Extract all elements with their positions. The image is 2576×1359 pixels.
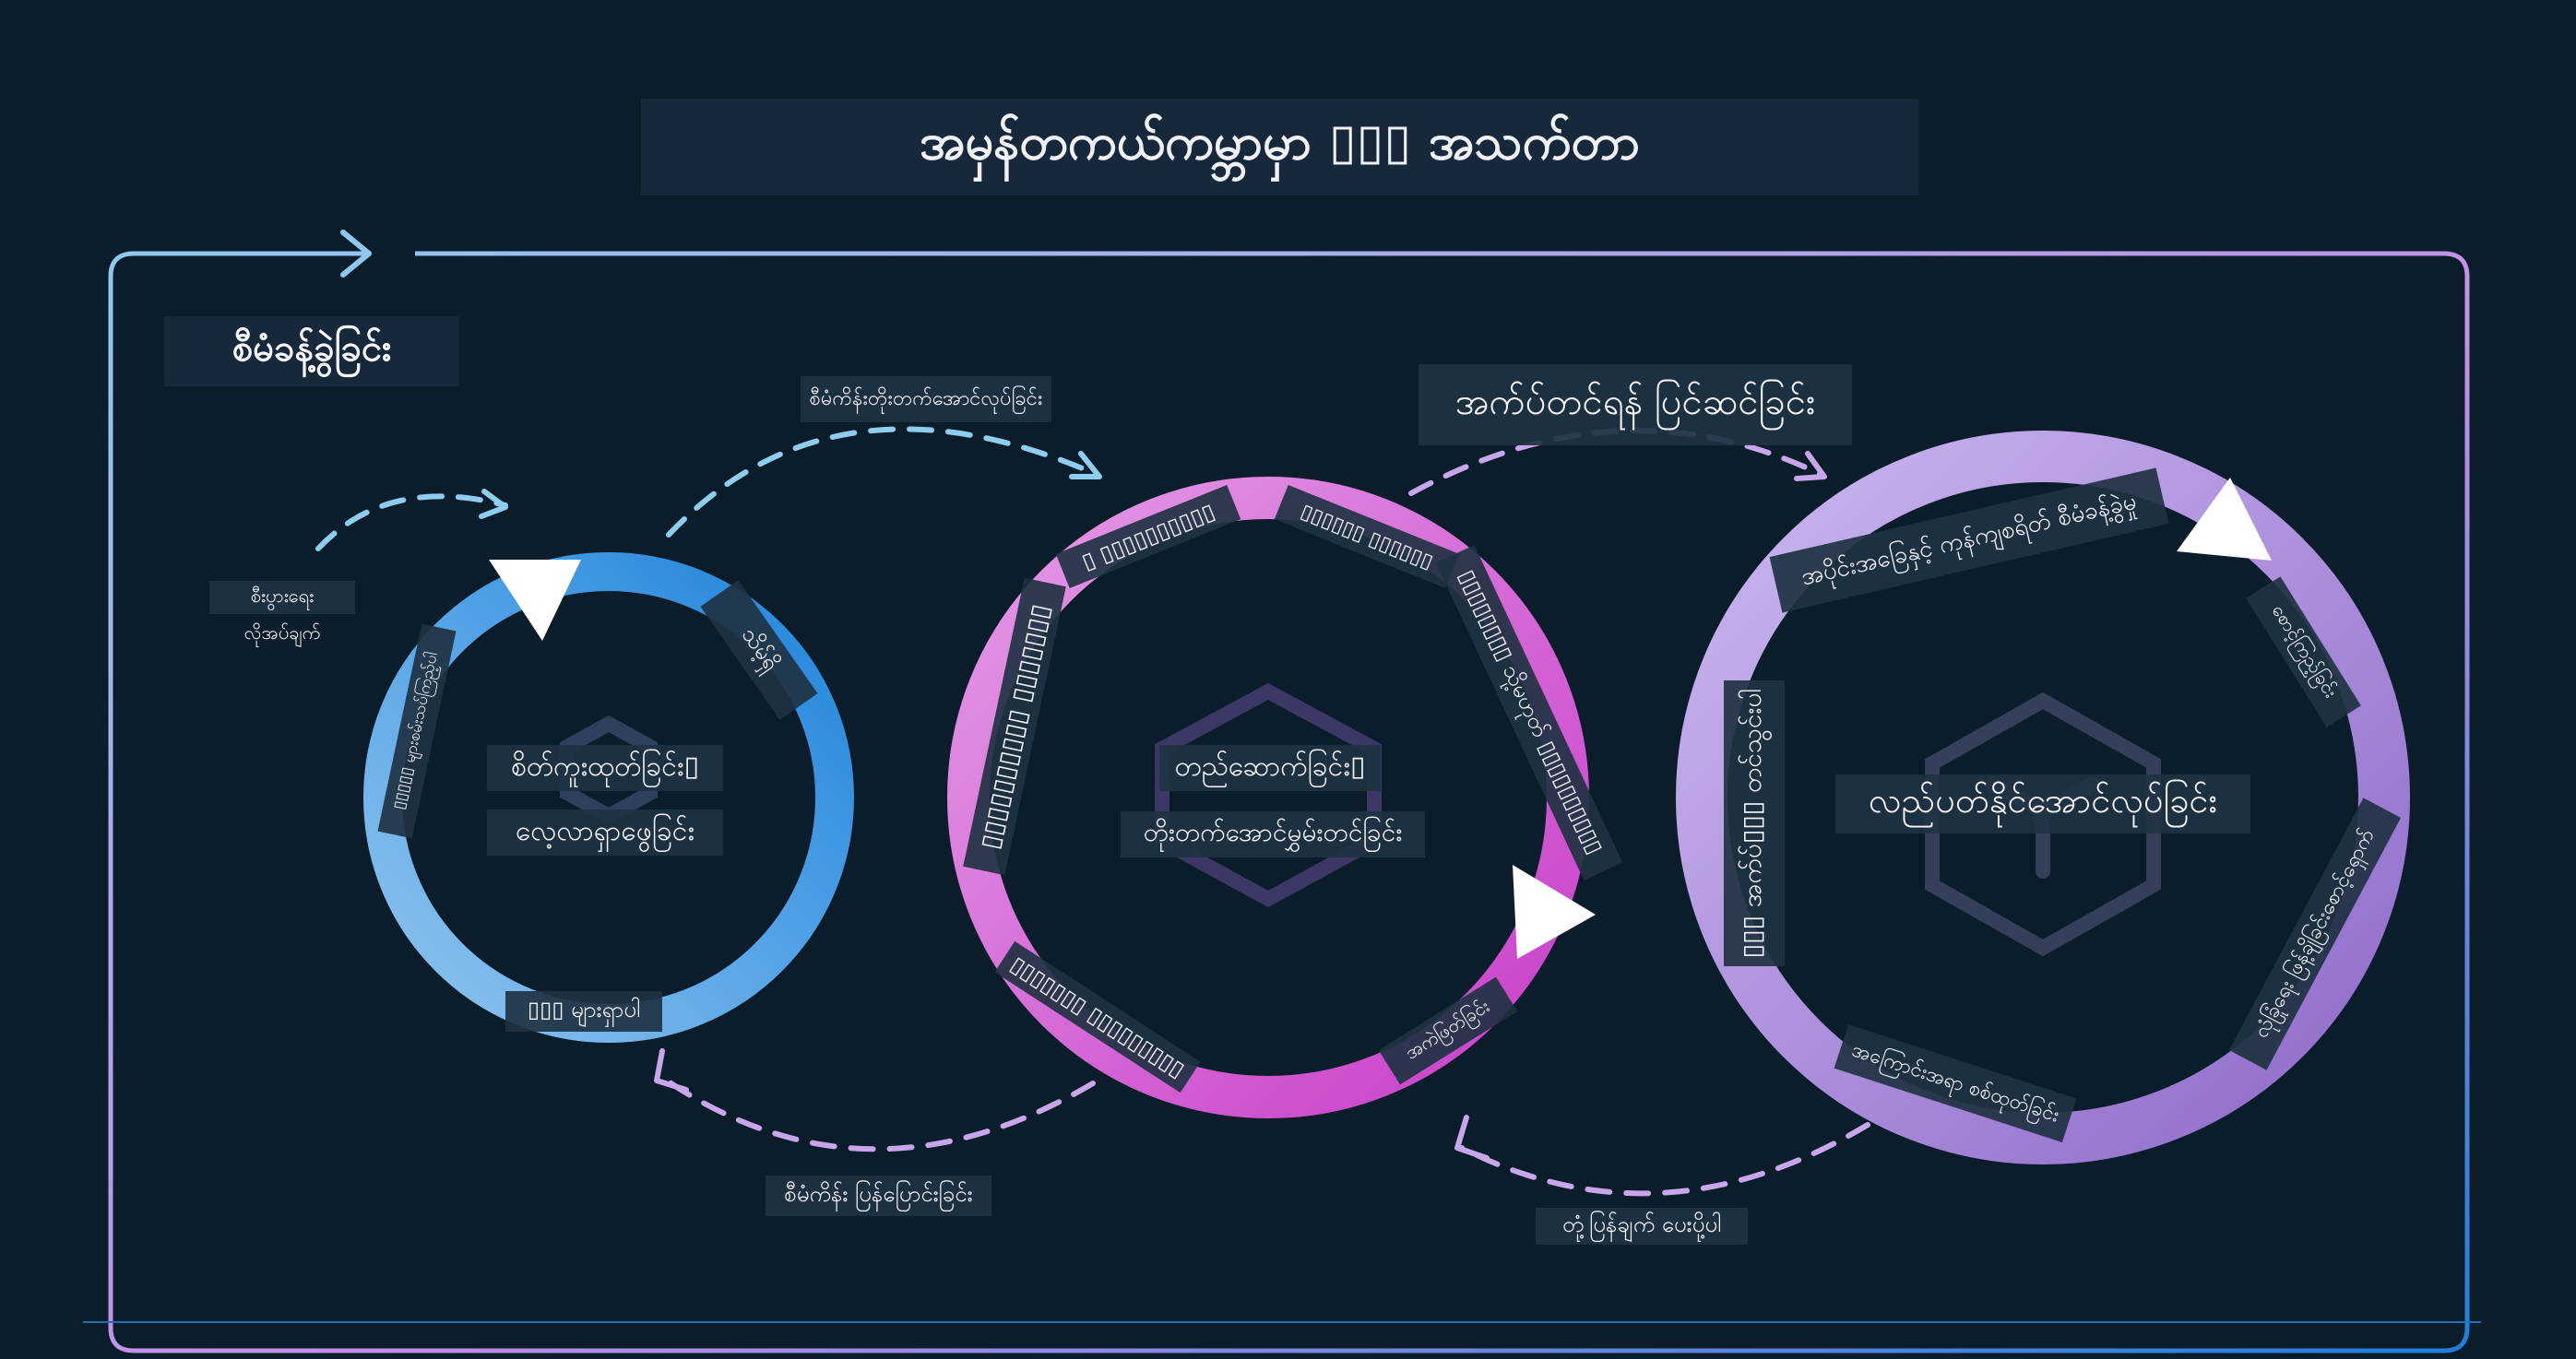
- building-arrowhead-icon: [1513, 865, 1596, 959]
- project-change-label: စီမံကိန်း ပြန်ပြောင်းခြင်း: [766, 1176, 991, 1216]
- project-progress-label: စီမံကိန်းတိုးတက်အောင်လုပ်ခြင်း: [801, 376, 1051, 422]
- change-arrow: [661, 1076, 1096, 1152]
- arrowhead-icon: [479, 489, 508, 519]
- stage-label-management: စီမံခန့်ခွဲခြင်း: [164, 316, 459, 386]
- building-label-line2: တိုးတက်အောင်မွှမ်းတင်ခြင်း: [1121, 811, 1425, 857]
- arrowhead-icon: [1069, 451, 1102, 479]
- ideation-label-line2: လေ့လာရှာဖွေခြင်း: [487, 809, 723, 856]
- operationalizing-label: လည်ပတ်နိုင်အောင်လုပ်ခြင်း: [1835, 774, 2250, 833]
- arrowhead-icon: [1454, 1115, 1490, 1161]
- prepare-deploy-label: အက်ပ်တင်ရန် ပြင်ဆင်ခြင်း: [1419, 364, 1852, 445]
- business-need-label-2: လိုအပ်ချက်: [243, 621, 321, 644]
- arrowhead-icon: [654, 1048, 689, 1093]
- feedback-arrow: [1459, 1122, 1870, 1197]
- operationalizing-ring: [1676, 431, 2410, 1164]
- ring-label-purple-left: ▯▯▯ အက်ပ်▯▯▯ တင်သွင်းပါ: [1724, 680, 1785, 966]
- outer-frame: [108, 251, 2470, 1353]
- ideation-label-line1: စိတ်ကူးထုတ်ခြင်း▯: [487, 745, 723, 791]
- frame-arrowhead-icon: [340, 230, 372, 278]
- business-need-label-1: စီးပွားရေး: [209, 581, 355, 614]
- business-need-arrow: [315, 493, 508, 551]
- operationalizing-arrowhead-icon: [2177, 478, 2272, 561]
- arrowhead-icon: [1794, 451, 1827, 481]
- ideation-arrowhead-icon: [489, 560, 581, 641]
- deploy-arrow: [1408, 428, 1824, 496]
- progress-arrow: [666, 426, 1100, 538]
- diagram-title: အမှန်တကယ်ကမ္ဘာမှာ ▯▯▯ အသက်တာ: [641, 99, 1918, 195]
- ring-label-blue-bottom: ▯▯▯ များရှာပါ: [505, 991, 662, 1032]
- feedback-label: တုံ့ပြန်ချက် ပေးပို့ပါ: [1536, 1208, 1748, 1245]
- building-label-line1: တည်ဆောက်ခြင်း▯: [1159, 745, 1381, 791]
